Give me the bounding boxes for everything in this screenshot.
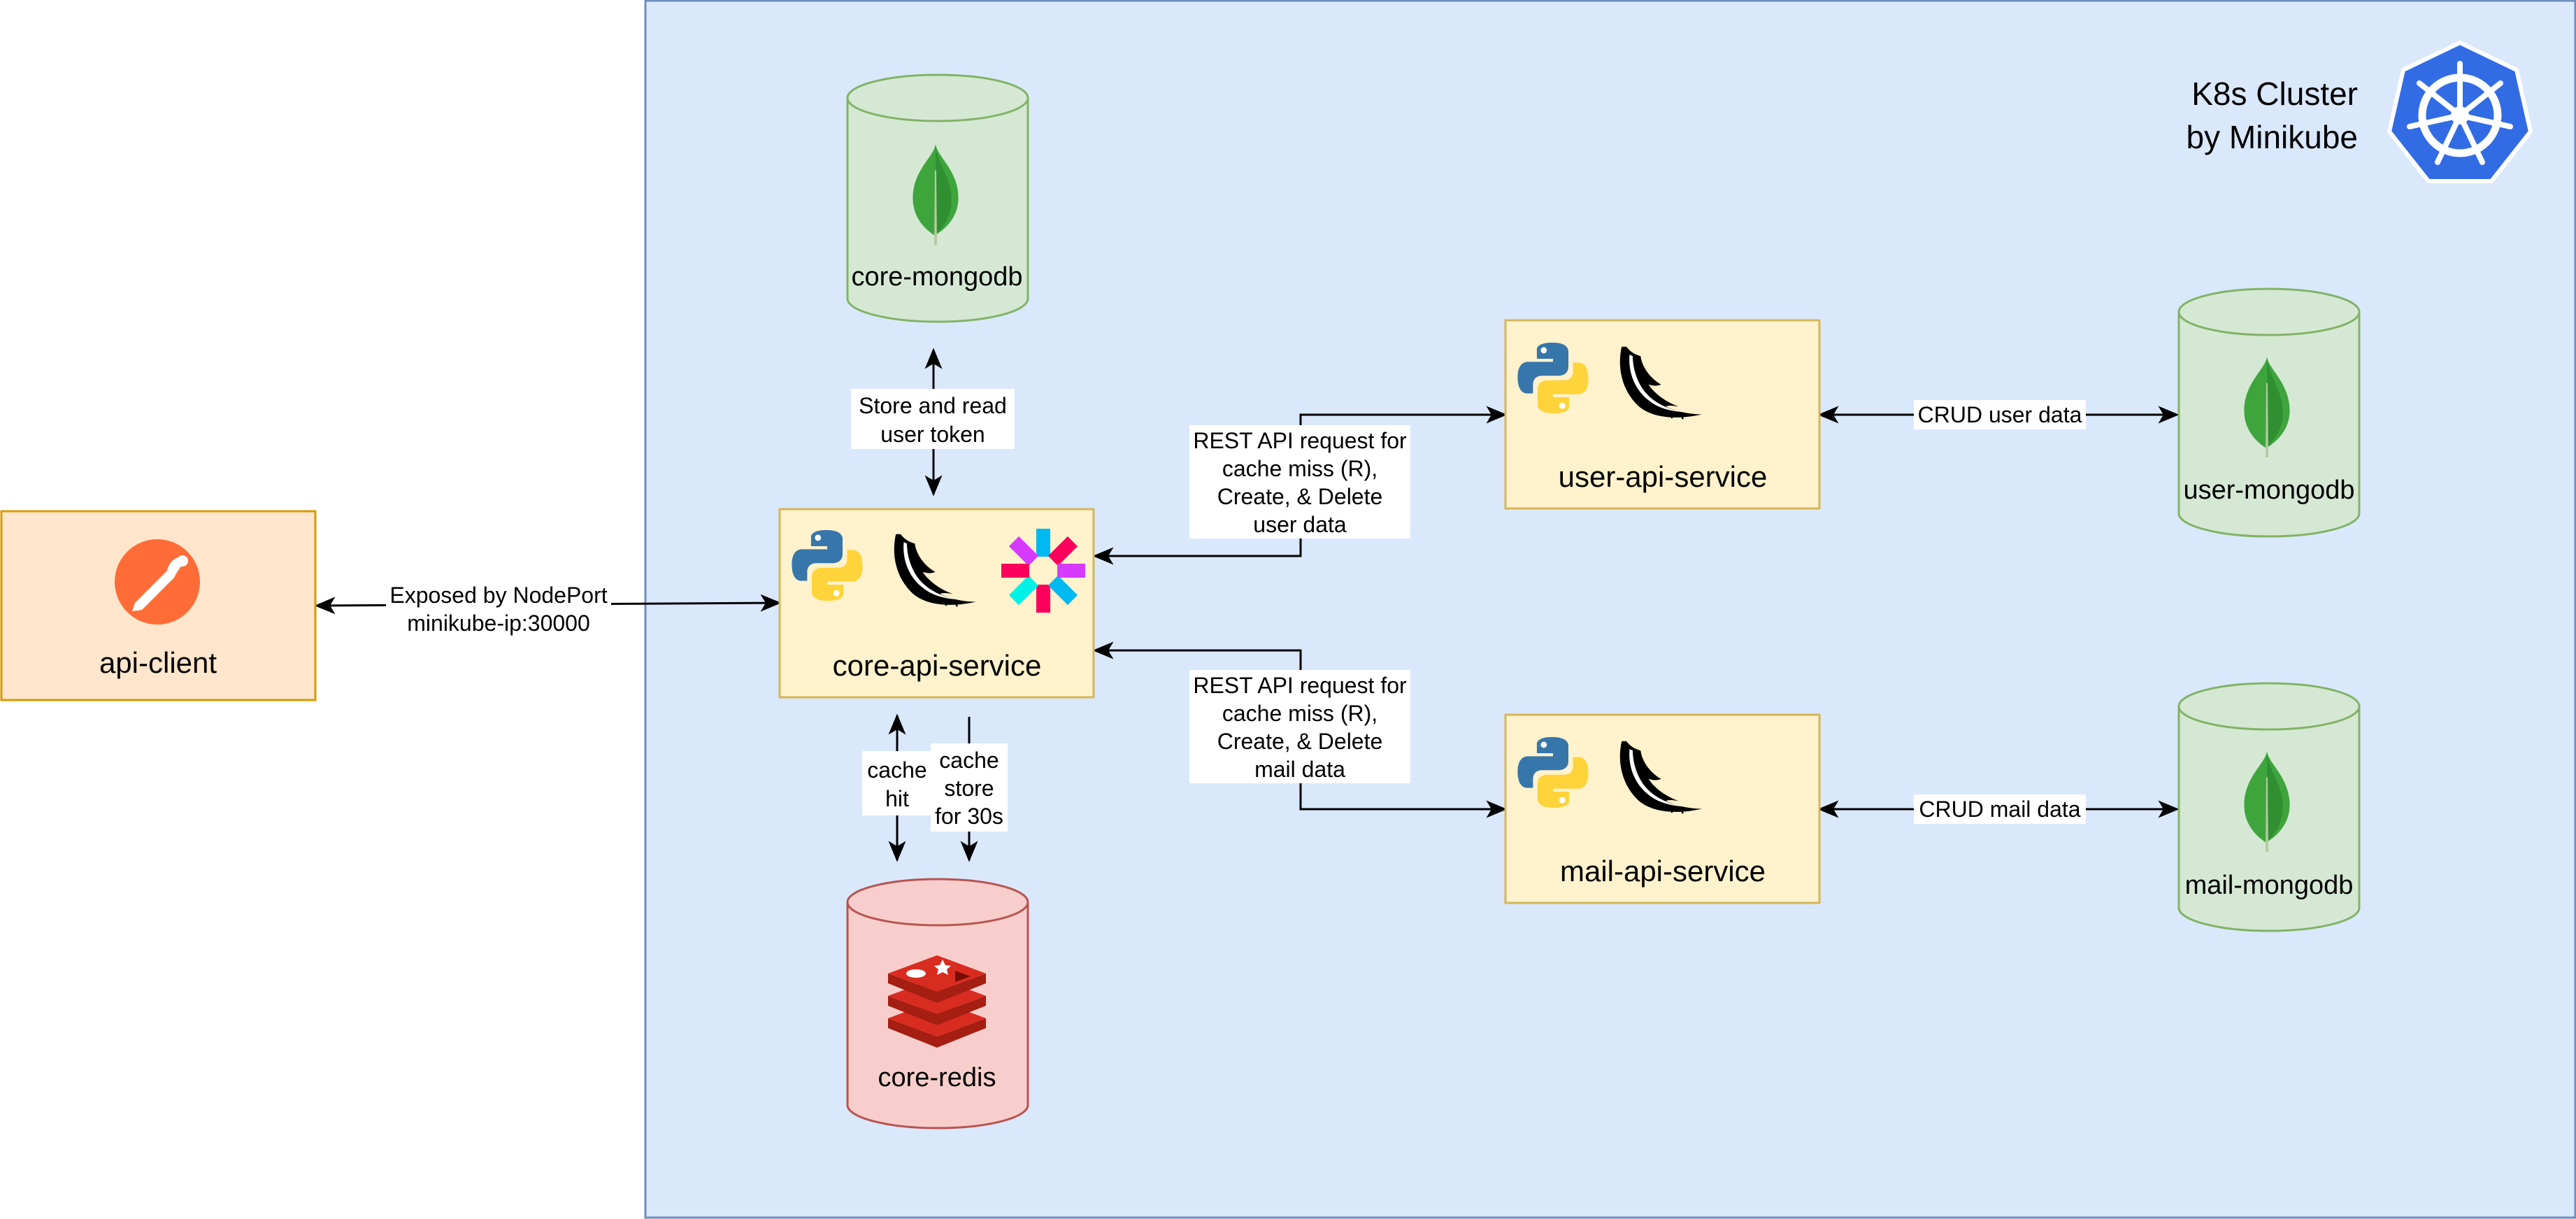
svg-text:store: store (944, 776, 994, 801)
api-client-node[interactable]: api-client (0, 510, 317, 701)
user-api-service-node[interactable]: user-api-service (1504, 319, 1821, 510)
mail-rest-label: REST API request for cache miss (R), Cre… (1189, 670, 1410, 783)
crud-mail-label: CRUD mail data (1914, 794, 2086, 824)
svg-text:minikube-ip:30000: minikube-ip:30000 (407, 611, 590, 636)
cache-store-label: cache store for 30s (931, 743, 1008, 832)
core-api-service-label: core-api-service (833, 649, 1042, 682)
mail-mongodb-label: mail-mongodb (2185, 871, 2354, 900)
jwt-icon (1001, 529, 1085, 613)
cluster-title-line1: K8s Cluster (2191, 76, 2358, 112)
postman-icon (115, 539, 200, 625)
api-client-label: api-client (99, 646, 217, 679)
svg-text:cache miss (R),: cache miss (R), (1222, 456, 1378, 481)
user-rest-label: REST API request for cache miss (R), Cre… (1189, 425, 1410, 539)
svg-text:hit: hit (885, 786, 909, 811)
token-label: Store and read user token (851, 389, 1015, 449)
svg-text:cache: cache (939, 748, 999, 773)
svg-text:Create, & Delete: Create, & Delete (1217, 729, 1383, 754)
user-mongodb-label: user-mongodb (2183, 476, 2354, 505)
svg-text:CRUD user data: CRUD user data (1918, 402, 2082, 427)
svg-text:user token: user token (880, 422, 985, 447)
core-mongodb-label: core-mongodb (851, 262, 1022, 292)
svg-text:cache: cache (867, 757, 926, 783)
mail-api-service-node[interactable]: mail-api-service (1504, 713, 1821, 904)
kubernetes-helm-icon (2387, 40, 2533, 183)
crud-user-label: CRUD user data (1914, 400, 2086, 429)
cluster-title-line2: by Minikube (2187, 119, 2358, 155)
core-api-service-node[interactable]: core-api-service (778, 508, 1095, 699)
svg-text:user data: user data (1253, 512, 1347, 537)
svg-text:REST API request for: REST API request for (1193, 673, 1407, 698)
svg-text:REST API request for: REST API request for (1193, 428, 1407, 453)
svg-text:Exposed by NodePort: Exposed by NodePort (389, 583, 607, 608)
core-redis-label: core-redis (878, 1063, 996, 1092)
user-mongodb-node[interactable]: user-mongodb (2177, 287, 2361, 538)
svg-text:mail data: mail data (1254, 757, 1345, 782)
core-redis-node[interactable]: core-redis (846, 878, 1029, 1129)
svg-text:CRUD mail data: CRUD mail data (1919, 797, 2080, 822)
redis-icon (888, 955, 986, 1048)
mail-api-service-label: mail-api-service (1560, 855, 1766, 887)
svg-text:cache miss (R),: cache miss (R), (1222, 701, 1378, 726)
svg-text:Create, & Delete: Create, & Delete (1217, 484, 1383, 509)
core-mongodb-node[interactable]: core-mongodb (846, 73, 1029, 323)
cache-hit-label: cache hit (862, 751, 932, 815)
mail-mongodb-node[interactable]: mail-mongodb (2177, 682, 2361, 932)
nodeport-label: Exposed by NodePort minikube-ip:30000 (386, 578, 611, 639)
svg-text:for 30s: for 30s (935, 804, 1003, 829)
svg-text:Store and read: Store and read (859, 393, 1007, 418)
user-api-service-label: user-api-service (1559, 460, 1768, 493)
